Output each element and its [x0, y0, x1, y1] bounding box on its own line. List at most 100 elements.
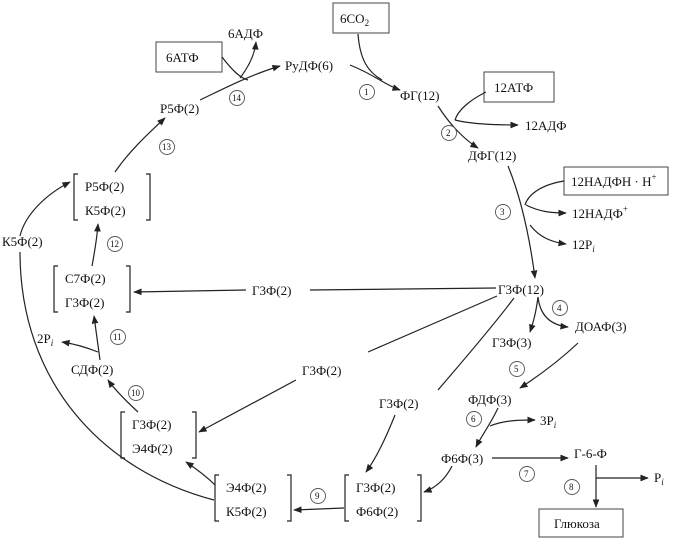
svg-text:1: 1	[364, 87, 369, 97]
step-9-badge: 9	[310, 488, 326, 504]
k5f-e4-label: К5Ф(2)	[226, 504, 267, 519]
svg-text:8: 8	[569, 482, 574, 492]
arrow-pi2-out	[61, 339, 99, 353]
bracket-s7f-g3f-right	[126, 265, 131, 313]
svg-text:4: 4	[557, 303, 562, 313]
step-1-badge: 1	[359, 84, 375, 100]
atp6-label: 6АТФ	[166, 50, 199, 65]
arrow-step12	[91, 223, 101, 267]
bracket-r5f-k5f-left	[73, 173, 78, 221]
arrow-step4-doaf	[537, 296, 569, 330]
bracket-g3f-e4f-left	[120, 411, 125, 459]
step-14-badge: 14	[229, 90, 245, 106]
svg-text:14: 14	[232, 93, 242, 103]
atp6-box	[155, 41, 223, 73]
bracket-e4f-k5f-right	[287, 474, 292, 522]
step-4-badge: 4	[552, 300, 568, 316]
g3f-arrow1-label: Г3Ф(2)	[252, 283, 291, 298]
arrow-step4-g3f3	[529, 296, 539, 333]
step-8-badge: 8	[564, 479, 580, 495]
co2-label: 6CO2	[340, 11, 369, 28]
pi1-label: Pi	[654, 470, 664, 487]
k5f-left-label: К5Ф(2)	[2, 234, 43, 249]
arrow-step6	[475, 407, 499, 448]
step-11-badge: 11	[110, 329, 126, 345]
f6f2-label: Ф6Ф(2)	[356, 504, 398, 519]
arrow-g3f-to-s7f	[134, 288, 497, 292]
g3f-arrow3-label: Г3Ф(2)	[379, 396, 418, 411]
g3f12-label: Г3Ф(12)	[498, 282, 544, 297]
svg-text:6: 6	[471, 414, 476, 424]
bracket-g3f-f6f-right	[417, 474, 422, 522]
arrow-adp12-out	[454, 119, 519, 129]
arrow-adp6-out	[239, 41, 259, 79]
dfg-label: ДФГ(12)	[468, 148, 516, 163]
svg-text:2: 2	[446, 128, 451, 138]
svg-text:5: 5	[514, 364, 519, 374]
svg-text:11: 11	[113, 332, 122, 342]
adp6-label: 6АДФ	[228, 26, 263, 41]
bracket-s7f-g3f-left	[53, 265, 58, 313]
g3f-f6-label: Г3Ф(2)	[356, 480, 395, 495]
arrow-step14	[199, 64, 281, 101]
svg-text:13: 13	[162, 142, 172, 152]
arrow-step5	[519, 342, 579, 389]
arrow-co2-in	[357, 33, 383, 81]
step-3-badge: 3	[495, 204, 511, 220]
svg-text:3: 3	[500, 207, 505, 217]
arrow-step1	[349, 64, 401, 91]
arrow-f6f3-to-bracket	[423, 465, 453, 493]
atp12-box	[483, 71, 555, 103]
arrow-g3f-to-e4f	[199, 295, 498, 432]
g3f-e4-label: Г3Ф(2)	[132, 417, 171, 432]
nadp-label: 12НАДФ+	[572, 204, 628, 221]
r5f-bracket-label: Р5Ф(2)	[85, 179, 124, 194]
s7f-label: С7Ф(2)	[65, 271, 106, 286]
fg-label: ФГ(12)	[400, 88, 439, 103]
svg-text:12: 12	[110, 239, 119, 249]
step-6-badge: 6	[466, 411, 482, 427]
arrow-e4k5-to-g3e4	[185, 461, 216, 486]
e4f-label: Э4Ф(2)	[132, 441, 173, 456]
arrow-step3	[507, 165, 538, 279]
step-12-badge: 12	[107, 236, 123, 252]
step-2-badge: 2	[441, 125, 457, 141]
k5f-bracket-label: К5Ф(2)	[85, 203, 126, 218]
arrow-step2	[437, 105, 479, 149]
f6f3-label: Ф6Ф(3)	[441, 451, 483, 466]
g3f-s7-label: Г3Ф(2)	[65, 295, 104, 310]
arrow-step9	[293, 506, 345, 514]
arrow-atp6-in	[221, 56, 249, 81]
co2-box	[332, 2, 390, 34]
bracket-g3f-e4f-right	[192, 411, 197, 459]
arrow-k5f-loop	[19, 182, 215, 501]
svg-text:10: 10	[131, 388, 141, 398]
g6f-label: Г-6-Ф	[574, 446, 607, 461]
arrow-atp12-in	[454, 91, 487, 121]
step-13-badge: 13	[159, 139, 175, 155]
bracket-g3f-f6f-left	[344, 474, 349, 522]
glucose-label: Глюкоза	[554, 516, 600, 531]
step-5-badge: 5	[509, 361, 525, 377]
arrow-step11	[91, 315, 101, 361]
arrow-step13	[114, 117, 166, 173]
r5f-label: Р5Ф(2)	[160, 101, 199, 116]
rudf-label: РуДФ(6)	[285, 58, 333, 73]
pi2-label: 2Pi	[37, 331, 54, 348]
arrow-pi12-out	[529, 224, 567, 247]
pi3-label: 3Pi	[540, 413, 557, 430]
doaf-label: ДОАФ(3)	[575, 319, 627, 334]
step-7-badge: 7	[519, 466, 535, 482]
pi12-label: 12Pi	[572, 237, 595, 254]
g3f-arrow2-label: Г3Ф(2)	[302, 363, 341, 378]
arrow-nadp-out	[525, 204, 567, 217]
arrow-nadph-in	[524, 180, 565, 206]
arrow-step10	[107, 379, 139, 413]
atp12-label: 12АТФ	[494, 80, 533, 95]
fdf-label: ФДФ(3)	[468, 392, 511, 407]
arrow-g3f-to-f6f	[366, 297, 515, 472]
g3f3-label: Г3Ф(3)	[492, 335, 531, 350]
bracket-r5f-k5f-right	[146, 173, 151, 221]
step-10-badge: 10	[128, 385, 144, 401]
